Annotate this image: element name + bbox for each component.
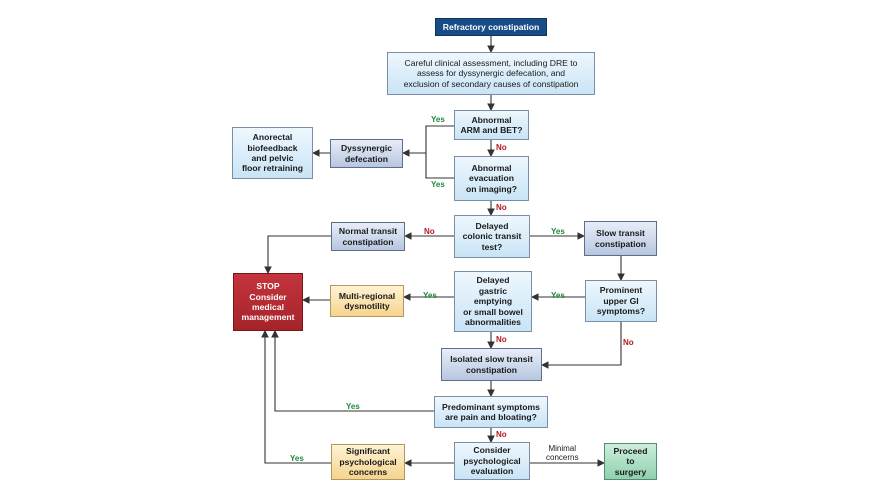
label-no-arm-bet: No <box>496 143 507 152</box>
node-psychological-concerns: Significant psychological concerns <box>331 444 405 480</box>
label-yes-psych-concerns: Yes <box>290 454 304 463</box>
label-no-gastric: No <box>496 335 507 344</box>
label-yes-upper-gi: Yes <box>551 291 565 300</box>
node-refractory-constipation: Refractory constipation <box>435 18 547 36</box>
label-yes-arm-bet: Yes <box>431 115 445 124</box>
label-yes-colonic: Yes <box>551 227 565 236</box>
label-no-evacuation: No <box>496 203 507 212</box>
label-no-upper-gi: No <box>623 338 634 347</box>
node-clinical-assessment: Careful clinical assessment, including D… <box>387 52 595 95</box>
label-yes-pain-bloating: Yes <box>346 402 360 411</box>
node-abnormal-evacuation: Abnormal evacuation on imaging? <box>454 156 529 201</box>
node-multi-regional-dysmotility: Multi-regional dysmotility <box>330 285 404 317</box>
label-minimal-concerns: Minimal concerns <box>546 444 579 462</box>
node-delayed-gastric-emptying: Delayed gastric emptying or small bowel … <box>454 271 532 332</box>
node-pain-and-bloating: Predominant symptoms are pain and bloati… <box>434 396 548 428</box>
label-no-pain-bloating: No <box>496 430 507 439</box>
node-abnormal-arm-bet: Abnormal ARM and BET? <box>454 110 529 140</box>
node-delayed-colonic-transit: Delayed colonic transit test? <box>454 215 530 258</box>
node-proceed-to-surgery: Proceed to surgery <box>604 443 657 480</box>
node-psychological-evaluation: Consider psychological evaluation <box>454 442 530 480</box>
node-stop-medical-management: STOP Consider medical management <box>233 273 303 331</box>
label-yes-evacuation: Yes <box>431 180 445 189</box>
node-isolated-slow-transit: Isolated slow transit constipation <box>441 348 542 381</box>
label-no-colonic: No <box>424 227 435 236</box>
node-normal-transit: Normal transit constipation <box>331 222 405 251</box>
node-anorectal-biofeedback: Anorectal biofeedback and pelvic floor r… <box>232 127 313 179</box>
node-dyssynergic-defecation: Dyssynergic defecation <box>330 139 403 168</box>
label-yes-gastric: Yes <box>423 291 437 300</box>
node-prominent-upper-gi: Prominent upper GI symptoms? <box>585 280 657 322</box>
node-slow-transit: Slow transit constipation <box>584 221 657 256</box>
